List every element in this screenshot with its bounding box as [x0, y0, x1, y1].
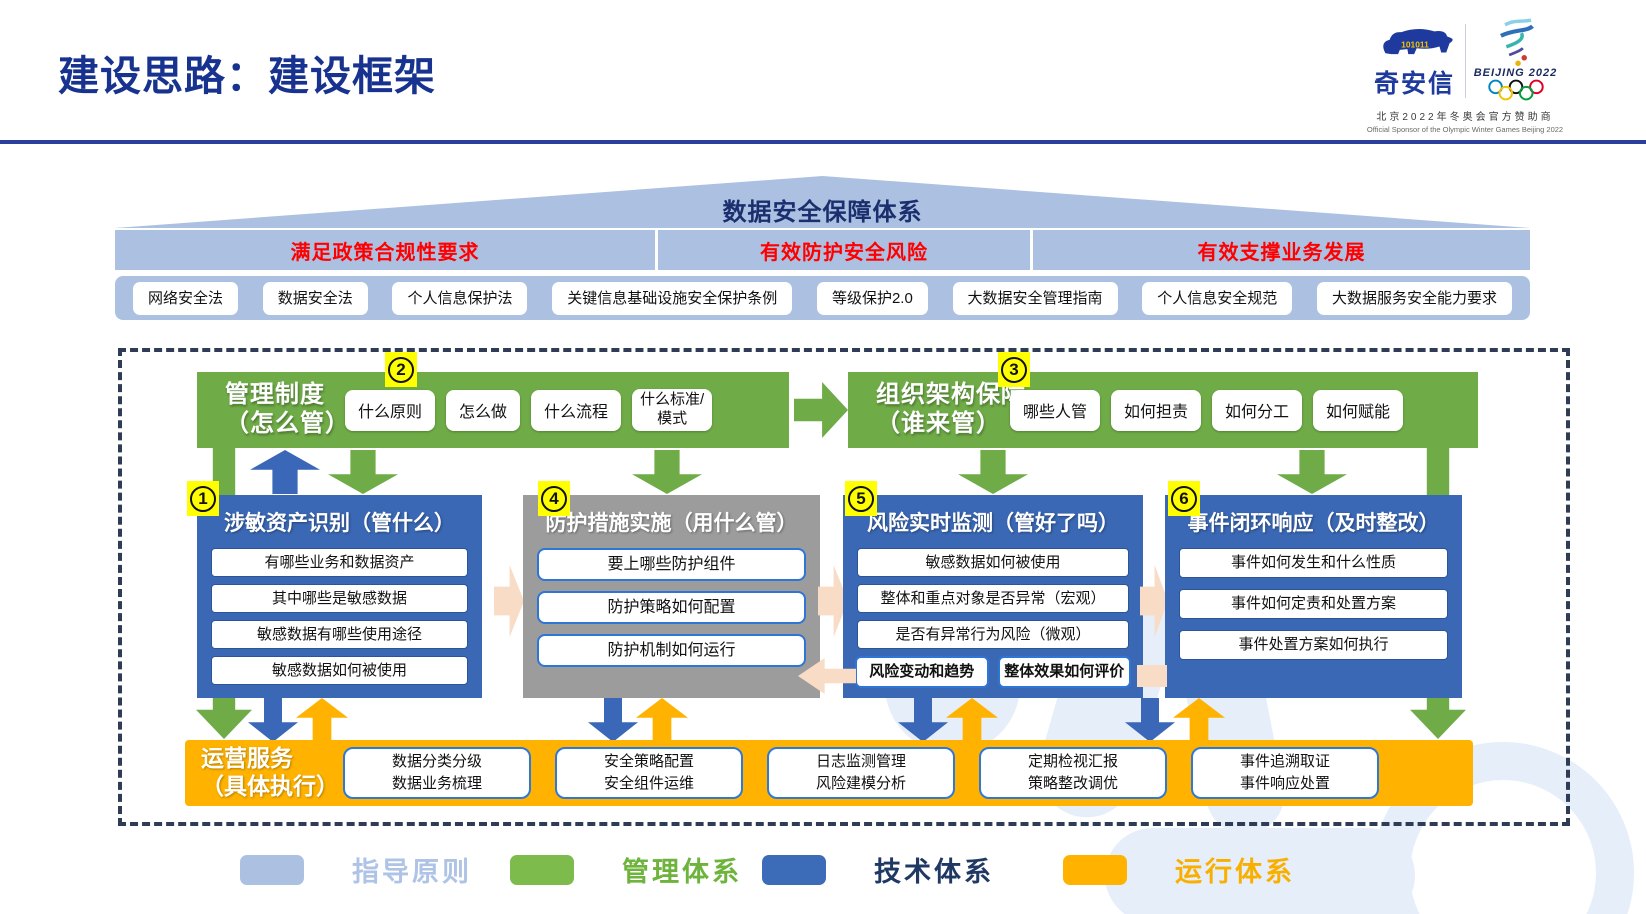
column-item: 敏感数据如何被使用 [211, 656, 468, 685]
column-item: 事件如何定责和处置方案 [1179, 589, 1448, 619]
qianxin-wordmark: 奇安信 [1373, 70, 1455, 98]
organization-chips: 哪些人管 如何担责 如何分工 如何赋能 [1010, 372, 1404, 448]
logo-row: 101011 奇安信 BEIJING 2022 [1372, 18, 1559, 101]
law-item: 等级保护2.0 [816, 281, 928, 315]
management-chips: 什么原则 怎么做 什么流程 什么标准/ 模式 [345, 372, 713, 448]
column-title: 事件闭环响应（及时整改） [1187, 512, 1440, 535]
pillar-policy-compliance: 满足政策合规性要求 [115, 230, 655, 270]
step-badge-1: 1 [187, 481, 219, 516]
pillar-security-protection: 有效防护安全风险 [658, 230, 1030, 270]
organization-title: 组织架构保障 （谁来管） [876, 381, 1026, 437]
beijing-2022-wordmark: BEIJING 2022 [1473, 67, 1558, 79]
column-title: 涉敏资产识别（管什么） [224, 512, 455, 535]
column-item: 其中哪些是敏感数据 [211, 584, 468, 613]
framework-dashed-border [118, 348, 1570, 826]
sponsor-text-cn: 北京2022年冬奥会官方赞助商 [1376, 112, 1554, 123]
law-item: 大数据服务安全能力要求 [1316, 281, 1512, 315]
column-title: 风险实时监测（管好了吗） [867, 512, 1119, 535]
column-item: 有哪些业务和数据资产 [211, 548, 468, 577]
risk-feedback-row: 风险变动和趋势 整体效果如何评价 [855, 656, 1131, 688]
column-item: 事件如何发生和什么性质 [1179, 548, 1448, 578]
legend-label: 指导原则 [352, 857, 472, 887]
step-badge-2: 2 [385, 352, 417, 387]
column-item: 敏感数据如何被使用 [857, 548, 1129, 577]
chip: 如何担责 [1111, 389, 1202, 431]
column-title: 防护措施实施（用什么管） [545, 512, 798, 535]
management-system-box: 管理制度 （怎么管） 什么原则 怎么做 什么流程 什么标准/ 模式 [197, 372, 789, 448]
legend-swatch [240, 854, 304, 885]
roof-banner: 数据安全保障体系 [115, 176, 1530, 228]
beijing-2022-logo: BEIJING 2022 [1473, 18, 1559, 101]
chip: 如何赋能 [1313, 389, 1404, 431]
operations-boxes: 数据分类分级 数据业务梳理 安全策略配置 安全组件运维 日志监测管理 风险建模分… [343, 747, 1379, 799]
legend-label: 管理体系 [622, 857, 742, 887]
chip: 如何分工 [1212, 389, 1303, 431]
operations-item: 数据分类分级 数据业务梳理 [343, 747, 531, 799]
legend-swatch [762, 854, 826, 885]
legend-swatch [1063, 854, 1127, 885]
logo-divider [1464, 24, 1466, 98]
qianxin-tiger-icon: 101011 [1382, 28, 1453, 55]
law-item: 数据安全法 [262, 281, 368, 315]
column-item: 整体和重点对象是否异常（宏观） [857, 584, 1129, 613]
column-asset-identification: 涉敏资产识别（管什么） 有哪些业务和数据资产 其中哪些是敏感数据 敏感数据有哪些… [197, 495, 482, 698]
column-item: 事件处置方案如何执行 [1179, 630, 1448, 660]
legend-swatch [510, 854, 574, 885]
organization-box: 组织架构保障 （谁来管） 哪些人管 如何担责 如何分工 如何赋能 [848, 372, 1478, 448]
column-risk-monitoring: 风险实时监测（管好了吗） 敏感数据如何被使用 整体和重点对象是否异常（宏观） 是… [843, 495, 1143, 698]
legend-management-system: 管理体系 [510, 850, 742, 889]
olympic-rings-icon [1487, 79, 1544, 101]
legend-label: 运行体系 [1175, 857, 1295, 887]
column-protection-measures: 防护措施实施（用什么管） 要上哪些防护组件 防护策略如何配置 防护机制如何运行 [523, 495, 820, 698]
sponsor-logos: 101011 奇安信 BEIJING 2022 [1367, 18, 1563, 134]
watermark-shape [1105, 828, 1415, 914]
law-item: 网络安全法 [133, 281, 239, 315]
column-incident-response: 事件闭环响应（及时整改） 事件如何发生和什么性质 事件如何定责和处置方案 事件处… [1165, 495, 1462, 698]
pillar-business-support: 有效支撑业务发展 [1033, 230, 1530, 270]
legend-operation-system: 运行体系 [1063, 850, 1295, 889]
operations-item: 日志监测管理 风险建模分析 [767, 747, 955, 799]
page-title: 建设思路：建设框架 [58, 53, 436, 99]
step-badge-6: 6 [1168, 481, 1200, 516]
chip: 什么标准/ 模式 [632, 389, 713, 431]
sponsor-text-en: Official Sponsor of the Olympic Winter G… [1366, 125, 1564, 134]
beijing-2022-emblem-icon [1499, 18, 1534, 66]
operations-item: 安全策略配置 安全组件运维 [555, 747, 743, 799]
law-item: 大数据安全管理指南 [952, 281, 1118, 315]
legend-label: 技术体系 [874, 857, 994, 887]
header-divider [0, 140, 1646, 144]
law-item: 个人信息保护法 [392, 281, 528, 315]
step-badge-3: 3 [998, 352, 1030, 387]
column-item: 是否有异常行为风险（微观） [857, 620, 1129, 649]
column-item: 要上哪些防护组件 [537, 548, 806, 581]
law-item: 个人信息安全规范 [1142, 281, 1293, 315]
chip: 什么原则 [345, 389, 436, 431]
operations-item: 定期检视汇报 策略整改调优 [979, 747, 1167, 799]
column-item: 防护策略如何配置 [537, 591, 806, 624]
chip: 怎么做 [446, 389, 521, 431]
feedback-connector [1137, 665, 1167, 687]
chip: 什么流程 [531, 389, 622, 431]
roof-title: 数据安全保障体系 [722, 199, 923, 226]
operations-title: 运营服务 （具体执行） [201, 745, 339, 799]
operations-item: 事件追溯取证 事件响应处置 [1191, 747, 1379, 799]
chip: 哪些人管 [1010, 389, 1101, 431]
column-item: 风险变动和趋势 [855, 656, 989, 688]
svg-text:101011: 101011 [1401, 39, 1429, 49]
column-item: 敏感数据有哪些使用途径 [211, 620, 468, 649]
law-item: 关键信息基础设施安全保护条例 [552, 281, 793, 315]
qianxin-logo: 101011 奇安信 [1372, 18, 1458, 100]
step-badge-4: 4 [538, 481, 570, 516]
legend-guiding-principles: 指导原则 [240, 850, 472, 889]
legend-technical-system: 技术体系 [762, 850, 994, 889]
regulations-bar: 网络安全法 数据安全法 个人信息保护法 关键信息基础设施安全保护条例 等级保护2… [115, 276, 1530, 320]
step-badge-5: 5 [845, 481, 877, 516]
operations-bar: 运营服务 （具体执行） 数据分类分级 数据业务梳理 安全策略配置 安全组件运维 … [185, 740, 1473, 806]
management-system-title: 管理制度 （怎么管） [225, 381, 350, 437]
column-item: 防护机制如何运行 [537, 634, 806, 667]
column-item: 整体效果如何评价 [997, 656, 1131, 688]
